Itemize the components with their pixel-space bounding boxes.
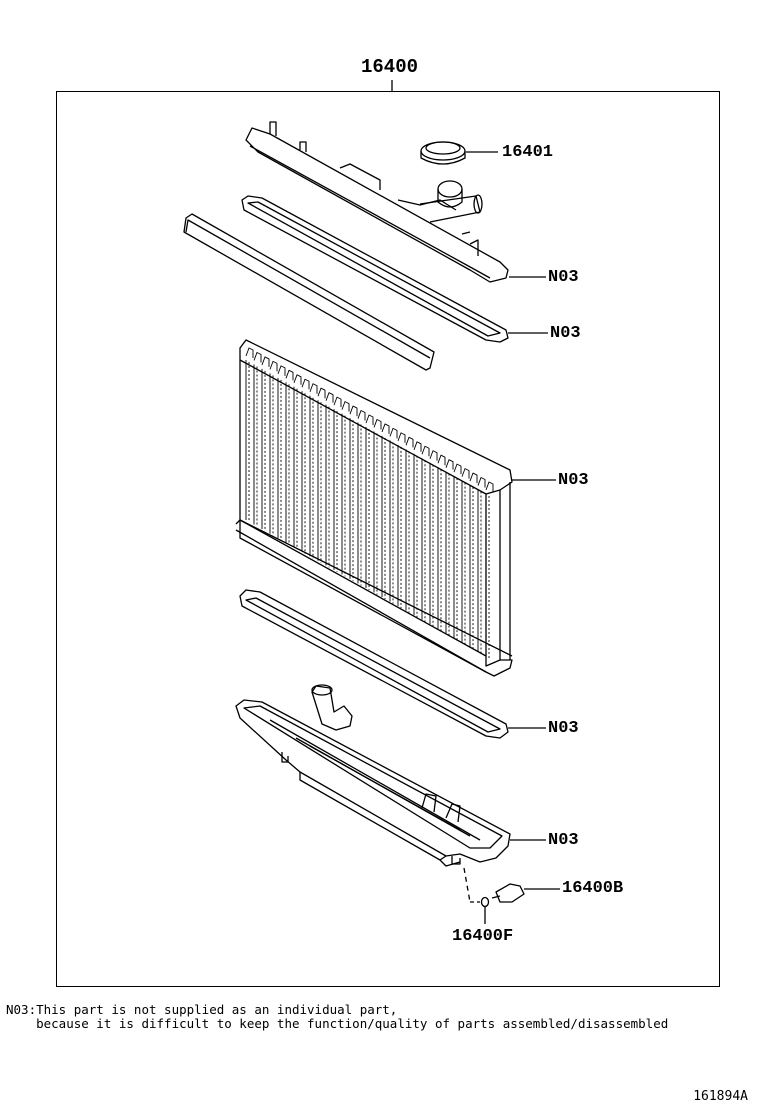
header-notch — [285, 369, 294, 381]
radiator-cap-icon — [420, 141, 498, 165]
callout-16401: 16401 — [502, 143, 554, 162]
header-notch — [461, 468, 470, 479]
header-notch — [309, 383, 318, 394]
header-notch — [469, 472, 478, 484]
footnote-line-2: because it is difficult to keep the func… — [6, 1016, 669, 1031]
header-notch — [341, 401, 350, 412]
diagram-frame — [56, 91, 720, 987]
header-notch — [365, 414, 374, 425]
radiator-core-icon — [235, 339, 556, 677]
upper-gasket-icon — [241, 195, 548, 343]
header-notch — [381, 423, 390, 434]
header-notch — [429, 450, 438, 461]
assembly-number-title: 16400 — [361, 56, 419, 78]
header-notch — [373, 419, 382, 430]
header-notch — [477, 477, 486, 488]
callout-n03-upper-gasket: N03 — [550, 324, 581, 343]
header-notch — [261, 356, 270, 367]
footnote-line-1: N03:This part is not supplied as an indi… — [6, 1002, 398, 1017]
header-notch — [277, 365, 286, 376]
header-notch — [293, 374, 302, 385]
lower-gasket-icon — [239, 589, 546, 739]
callout-n03-core: N03 — [558, 471, 589, 490]
header-notch — [269, 360, 278, 372]
header-notch — [445, 459, 454, 470]
header-notch — [453, 463, 462, 475]
side-seal-strip-icon — [183, 213, 435, 371]
header-notch — [421, 445, 430, 457]
header-notch — [389, 427, 398, 439]
lower-tank-icon — [235, 684, 546, 867]
drain-plug-icon — [480, 896, 490, 924]
header-notch — [437, 454, 446, 466]
callout-n03-lower-tank: N03 — [548, 831, 579, 850]
header-notch — [333, 396, 342, 408]
header-notch — [325, 392, 334, 403]
upper-tank-icon — [245, 121, 546, 283]
header-notch — [349, 405, 358, 417]
header-notch — [413, 441, 422, 452]
callout-n03-upper-tank: N03 — [548, 268, 579, 287]
callout-n03-lower-gasket: N03 — [548, 719, 579, 738]
header-notch — [253, 352, 262, 363]
callout-16400b: 16400B — [562, 879, 624, 898]
header-notch — [301, 378, 310, 390]
drain-cock-icon — [463, 867, 560, 903]
core-fins — [245, 347, 494, 658]
header-notch — [485, 481, 494, 492]
header-notch — [357, 410, 366, 421]
header-notch — [397, 432, 406, 443]
callout-16400f: 16400F — [452, 927, 514, 946]
header-notch — [317, 387, 326, 399]
header-notch — [405, 436, 414, 448]
figure-id: 161894A — [693, 1089, 748, 1104]
header-notch — [245, 347, 254, 358]
